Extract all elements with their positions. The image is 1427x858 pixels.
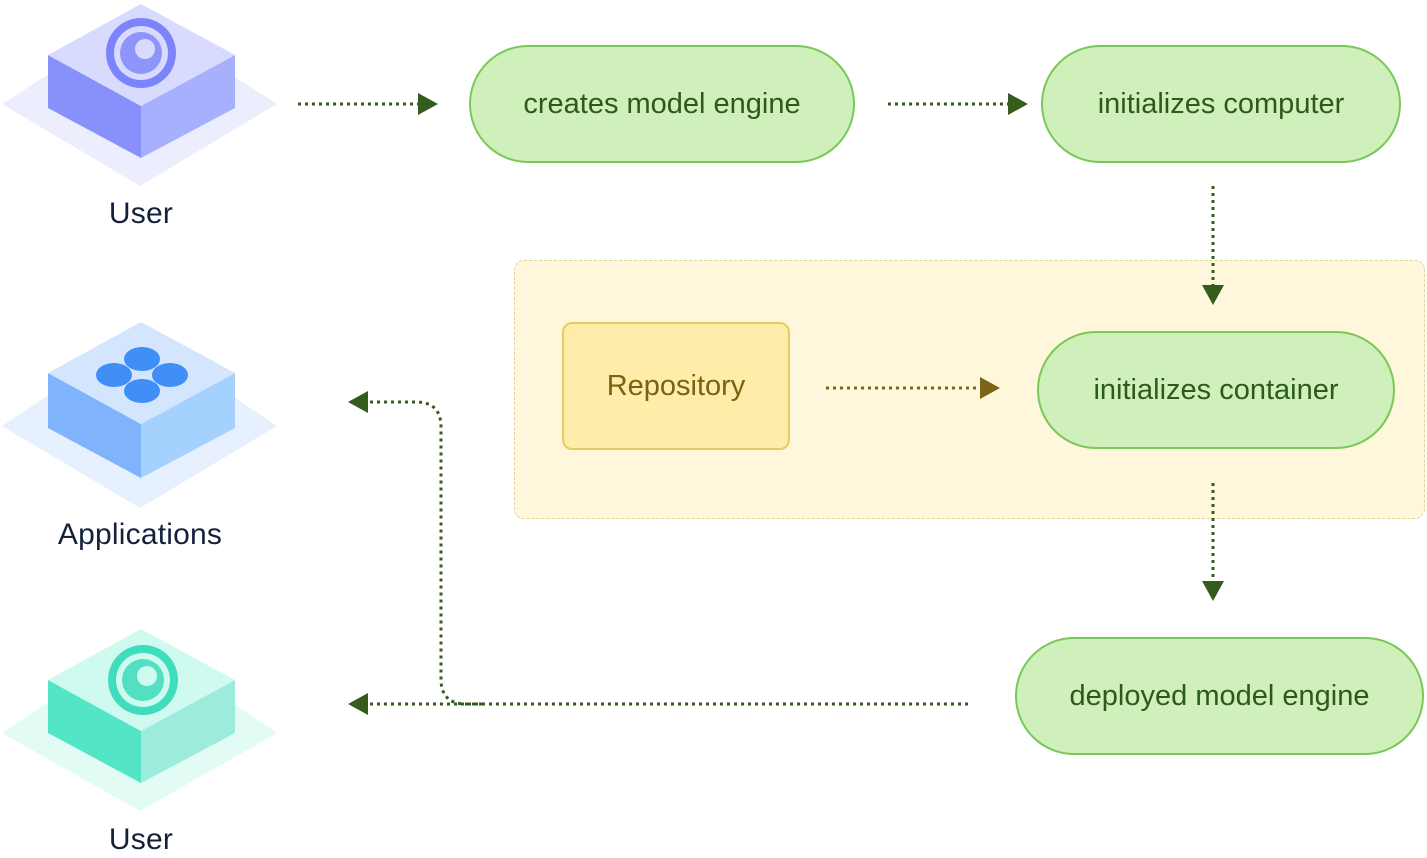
user-icon — [108, 645, 178, 715]
arrow-deployed-to-applications — [360, 400, 482, 706]
top-user-label: User — [108, 197, 174, 230]
repository-box: Repository — [562, 322, 790, 450]
top-user-actor-icon — [2, 4, 277, 186]
step-creates-model-engine: creates model engine — [469, 45, 855, 163]
bottom-user-label: User — [108, 823, 174, 856]
applications-label: Applications — [57, 518, 223, 551]
step-initializes-computer: initializes computer — [1041, 45, 1401, 163]
step-deployed-model-engine: deployed model engine — [1015, 637, 1424, 755]
apps-icon — [96, 347, 188, 403]
step-initializes-container: initializes container — [1037, 331, 1395, 449]
user-icon — [106, 18, 176, 88]
applications-actor-icon — [2, 322, 277, 508]
bottom-user-actor-icon — [2, 629, 277, 811]
